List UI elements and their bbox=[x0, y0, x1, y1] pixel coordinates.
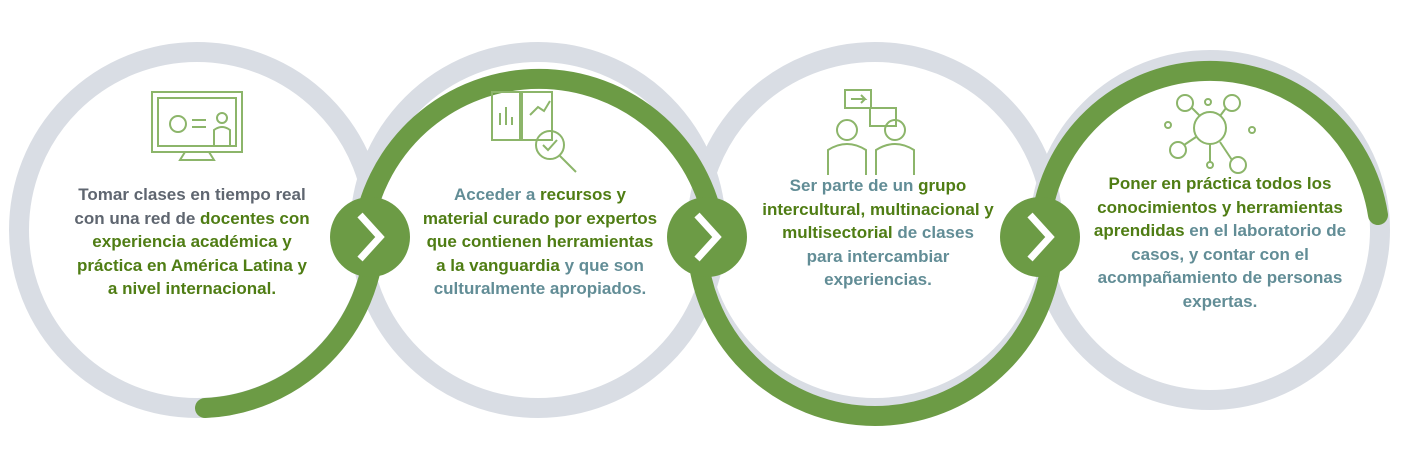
step-4-segment-2: en el laboratorio de casos, y contar con… bbox=[1097, 221, 1347, 311]
ring-3-green-arc bbox=[687, 237, 1063, 426]
step-1-segment-2: docentes con experiencia académica y prá… bbox=[77, 208, 310, 299]
connectors bbox=[330, 197, 1080, 277]
step-2-segment-2: recursos y material curado por expertos … bbox=[422, 185, 658, 275]
step-2-text: Acceder a recursos y material curado por… bbox=[422, 183, 658, 301]
step-3-segment-3: de clases para intercambiar experiencias… bbox=[806, 223, 974, 289]
step-3-segment-1: Ser parte de un bbox=[789, 176, 919, 195]
step-2-segment-3: y que son culturalmente apropiados. bbox=[433, 255, 647, 299]
ring-4-green-arc bbox=[1030, 60, 1388, 248]
step-4-segment-1: Poner en práctica todos los conocimiento… bbox=[1093, 174, 1343, 240]
step-2-segment-1: Acceder a bbox=[454, 185, 540, 204]
network-people-icon bbox=[1164, 94, 1256, 174]
report-magnifier-icon bbox=[491, 91, 577, 173]
chevron-right-icon bbox=[1000, 197, 1080, 277]
chevron-right-icon bbox=[330, 197, 410, 277]
chevron-right-icon bbox=[667, 197, 747, 277]
teacher-screen-icon bbox=[151, 91, 243, 161]
step-1-text: Tomar clases en tiempo real con una red … bbox=[72, 183, 312, 301]
people-exchange-icon bbox=[827, 89, 915, 175]
step-4-text: Poner en práctica todos los conocimiento… bbox=[1092, 172, 1348, 313]
step-3-text: Ser parte de un grupo intercultural, mul… bbox=[762, 174, 994, 292]
ring-2-green-arc bbox=[352, 68, 726, 240]
step-1-segment-1: Tomar clases en tiempo real con una red … bbox=[74, 185, 306, 228]
step-3-segment-2: grupo intercultural, multinacional y mul… bbox=[762, 176, 994, 242]
